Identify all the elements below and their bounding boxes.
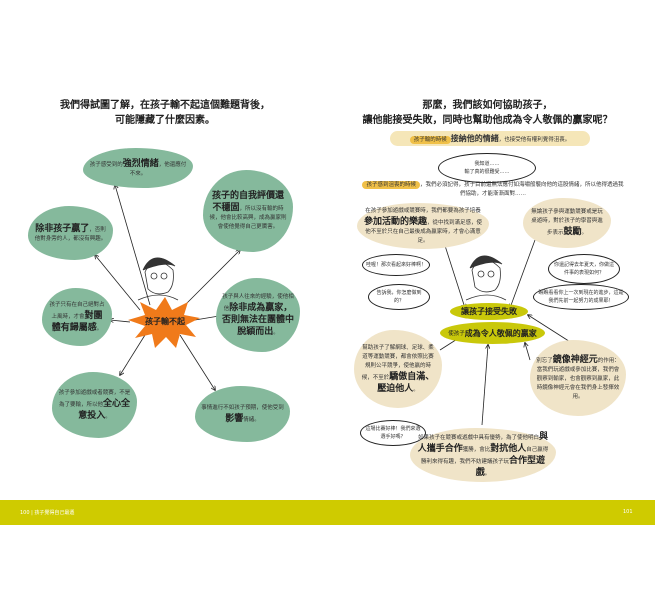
speech-bubble: 你還記得去年夏天，你做這件事的表現如何？ [548, 254, 620, 284]
burst-shape [128, 297, 200, 348]
factor-bubble: 除非孩子贏了，否則他對身旁的人，都沒有興趣。 [28, 206, 113, 260]
speech-bubble: 告訴我，你怎麼做到的？ [368, 284, 430, 310]
footer-page-number: 101 [623, 509, 633, 515]
factor-bubble: 孩子只有在自己絕對占上風時，才會對團體有歸屬感。 [42, 288, 112, 346]
center-label: 孩子輸不起 [145, 317, 185, 326]
speech-bubble: 我知道……輸了真的很難受…… [438, 153, 536, 183]
goal-accept-failure: 讓孩子接受失敗 [450, 303, 528, 320]
speech-bubble: 瞧瞧看看你上一次到現在的進步，這是我們先前一起努力的成果耶！ [533, 284, 629, 310]
factor-bubble: 孩子參加遊戲或者競賽，不是為了要輸，所以他全心全意投入。 [52, 372, 137, 438]
child-illustration-right [465, 255, 507, 301]
tip-label: 孩子輸的時候 [409, 136, 451, 144]
advice-bubble: 無論孩子參與運動競賽或是玩桌遊時，對於孩子的學習與進步表示鼓勵。 [523, 198, 611, 248]
advice-bubble: 別忘了鏡像神經元的作用：當我們玩遊戲或參加比賽，我們會觀察到輸家，也會觀察到贏家… [530, 340, 626, 416]
factor-bubble: 孩子感受到的強烈情緒，他還應付不來。 [83, 148, 193, 188]
factor-bubble: 事情進行不如孩子預期，使他受到影響情緒。 [195, 386, 290, 442]
speech-bubble: 哇喔！那次看起來好棒啊！ [362, 254, 430, 276]
title-line: 那麼，我們該如何協助孩子， [422, 100, 553, 111]
tip-bold: 接納他的情緒 [450, 134, 499, 143]
advice-bubble: 如果孩子在競賽或遊戲中具有優勢，為了使他明白與人攜手合作獲勝，會比對抗他人自己贏… [410, 428, 556, 482]
footer-left: 100 | 孩子覺得自己最遜 [20, 510, 75, 516]
title-line: 讓他能接受失敗，同時也幫助他成為令人敬佩的贏家呢？ [362, 115, 613, 126]
goal-admirable-winner: 使孩子成為令人敬佩的贏家 [440, 322, 545, 344]
left-page-title: 我們得試圖了解，在孩子輸不起這個難題背後， 可能隱藏了什麼因素。 [40, 98, 290, 128]
tip-frustration: 孩子感到沮喪的時候，我們必須記得，孩子目前還無法應付如海嘯般襲向他的這股情緒，所… [362, 181, 624, 199]
tip-accept-emotions: 孩子輸的時候接納他的情緒，也接受他有權利覺得沮喪。 [390, 131, 590, 146]
footer-bar: 100 | 孩子覺得自己最遜 101 [0, 500, 655, 525]
advice-bubble: 幫助孩子了解網球、足球、柔道等運動競賽，都會依照比賽規則公平競爭，使他贏的時候，… [354, 330, 442, 408]
tip-text: ，也接受他有權利覺得沮喪。 [498, 137, 571, 143]
speech-bubble: 這場比賽好棒！我們來選選手好嗎？ [360, 420, 426, 446]
child-illustration-left [137, 257, 179, 301]
title-line: 我們得試圖了解，在孩子輸不起這個難題背後， [60, 100, 270, 111]
factor-bubble: 孩子的自我評價還不穩固，所以沒有輸的時候，他會比較高興，成為贏家則會使他覺得自己… [203, 170, 293, 252]
title-line: 可能隱藏了什麼因素。 [115, 115, 215, 126]
advice-bubble: 在孩子參加遊戲或競賽時，我們都要為孩子培養參加活動的樂趣，從中找到滿足感，使他不… [357, 203, 489, 249]
factor-bubble: 孩子與人往來的經驗，使他相信除非成為贏家，否則無法在團體中脫穎而出。 [216, 278, 300, 352]
right-page-title: 那麼，我們該如何協助孩子， 讓他能接受失敗，同時也幫助他成為令人敬佩的贏家呢？ [355, 98, 620, 128]
